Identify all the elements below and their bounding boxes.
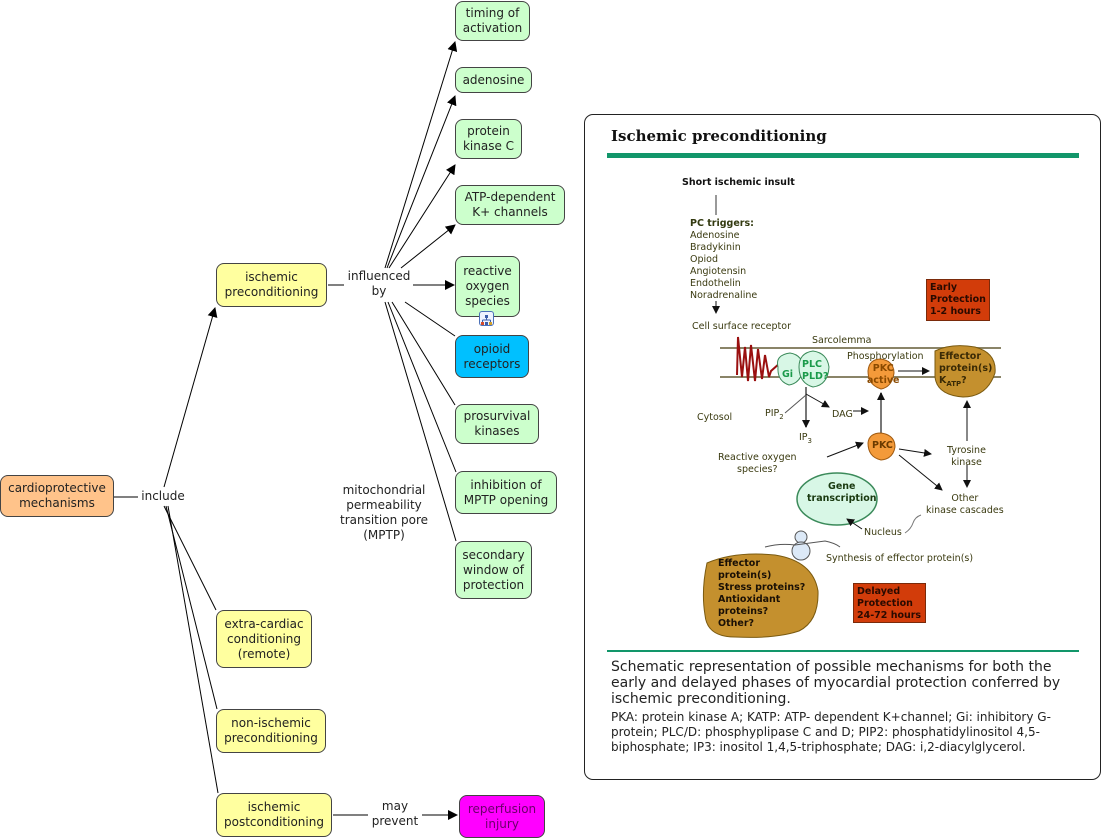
label-nucleus: Nucleus [864,527,902,538]
arrow-pkc-other-kinase [898,454,943,491]
node-reperfusion-injury[interactable]: reperfusion injury [459,795,545,838]
note-mptp-definition: mitochondrial permeability transition po… [340,483,428,542]
label-short-ischemic-insult: Short ischemic insult [682,177,795,188]
label-gi: Gi [782,369,794,380]
ribosome-large-subunit [791,541,811,561]
label-plc-pld: PLC PLD? [802,359,829,382]
hierarchy-icon [481,315,492,325]
caption-divider [607,650,1079,652]
label-dag: DAG [832,409,853,420]
effector-top-text: Effector protein(s) K [939,351,993,386]
edge-to-adenosine [386,95,457,269]
schematic-graphics [702,195,1001,638]
node-timing-of-activation[interactable]: timing of activation [455,1,530,41]
mechanism-schematic: Short ischemic insult PC triggers: Adeno… [585,115,1102,655]
label-cell-surface-receptor: Cell surface receptor [692,321,791,332]
list-pc-triggers: Adenosine Bradykinin Opiod Angiotensin E… [690,230,758,301]
node-opioid-receptors[interactable]: opioid receptors [455,335,529,378]
node-ischemic-preconditioning[interactable]: ischemic preconditioning [216,263,327,307]
label-synthesis-effector: Synthesis of effector protein(s) [826,553,974,564]
node-cardioprotective-mechanisms[interactable]: cardioprotective mechanisms [0,475,114,517]
line-other-nucleus [904,514,922,534]
katp-subscript: ATP [946,379,962,388]
label-cytosol: Cytosol [697,412,733,423]
line-pip2 [784,394,807,414]
node-prosurvival-kinases[interactable]: prosurvival kinases [455,404,539,444]
edge-to-prosurvival [391,301,456,406]
node-reactive-oxygen-species[interactable]: reactive oxygen species [455,256,520,317]
pip2-text: PIP [765,408,780,419]
label-pkc: PKC [872,440,893,451]
effector-bottom-shape [702,553,819,638]
node-extra-cardiac-conditioning[interactable]: extra-cardiac conditioning (remote) [216,610,312,668]
resource-panel-ischemic-preconditioning: Ischemic preconditioning [584,114,1101,780]
link-label-may-prevent: may prevent [368,799,422,829]
node-ischemic-postconditioning[interactable]: ischemic postconditioning [216,793,332,837]
ip3-text: IP [799,432,808,443]
edge-include-ischemic-preconditioning [163,307,218,488]
concept-map-submap-icon[interactable] [479,311,494,326]
edge-to-katp [400,224,456,269]
label-effector-bottom: Effector protein(s) Stress proteins? Ant… [718,558,806,629]
title-divider [607,153,1079,158]
link-label-include: include [138,489,188,504]
label-gene-transcription: Gene transcription [807,481,877,504]
receptor-helix [736,336,781,382]
mrna-strand [764,540,841,548]
label-other-kinase-cascades: Other kinase cascades [926,493,1004,516]
plc-pld-shape [798,350,830,388]
abbreviation-legend: PKA: protein kinase A; KATP: ATP- depend… [611,710,1051,754]
node-non-ischemic-preconditioning[interactable]: non-ischemic preconditioning [216,709,326,753]
label-pc-triggers: PC triggers: [690,218,754,229]
node-atp-dependent-k-channels[interactable]: ATP-dependent K+ channels [455,185,565,225]
edge-include-postconditioning [167,505,219,794]
pkc-shape [867,432,896,461]
node-adenosine[interactable]: adenosine [455,67,532,93]
node-inhibition-of-mptp-opening[interactable]: inhibition of MPTP opening [455,471,557,514]
link-label-influenced-by: influenced by [345,269,413,299]
edge-include-extra-cardiac [163,505,217,611]
pkc-active-shape [867,358,895,390]
label-tyrosine-kinase: Tyrosine kinase [947,445,986,468]
edge-to-mptp [387,301,457,473]
gene-transcription-ellipse [796,472,878,526]
label-pkc-active: PKC active [867,363,900,386]
edge-to-secondary-window [384,301,457,542]
node-protein-kinase-c[interactable]: protein kinase C [455,119,522,159]
label-ip3: IP3 [799,432,812,447]
label-effector-katp: Effector protein(s) KATP? [939,351,992,390]
arrow-nucleus-gene [846,518,863,530]
edge-to-timing [384,41,458,269]
node-secondary-window-of-protection[interactable]: secondary window of protection [455,541,532,599]
edge-to-opioid [404,301,456,337]
katp-question: ? [961,375,967,386]
delayed-protection-box: Delayed Protection 24-72 hours [853,583,926,623]
early-protection-box: Early Protection 1-2 hours [926,279,990,321]
panel-title: Ischemic preconditioning [611,127,827,145]
label-reactive-oxygen-species: Reactive oxygen species? [718,452,797,475]
label-phosphorylation: Phosphorylation [847,351,924,362]
label-sarcolemma: Sarcolemma [812,335,872,346]
edge-to-pkc [388,164,456,269]
figure-caption: Schematic representation of possible mec… [611,659,1061,707]
ribosome-small-subunit [794,530,808,544]
pip2-subscript: 2 [779,412,784,421]
arrow-ros-pkc [826,441,864,458]
ip3-subscript: 3 [807,436,812,445]
arrow-plc-dag [805,393,830,408]
label-pip2: PIP2 [765,408,784,423]
edge-include-non-ischemic [165,505,218,710]
effector-top-shape [934,345,996,398]
arrow-pkc-tyrosine [898,448,932,457]
